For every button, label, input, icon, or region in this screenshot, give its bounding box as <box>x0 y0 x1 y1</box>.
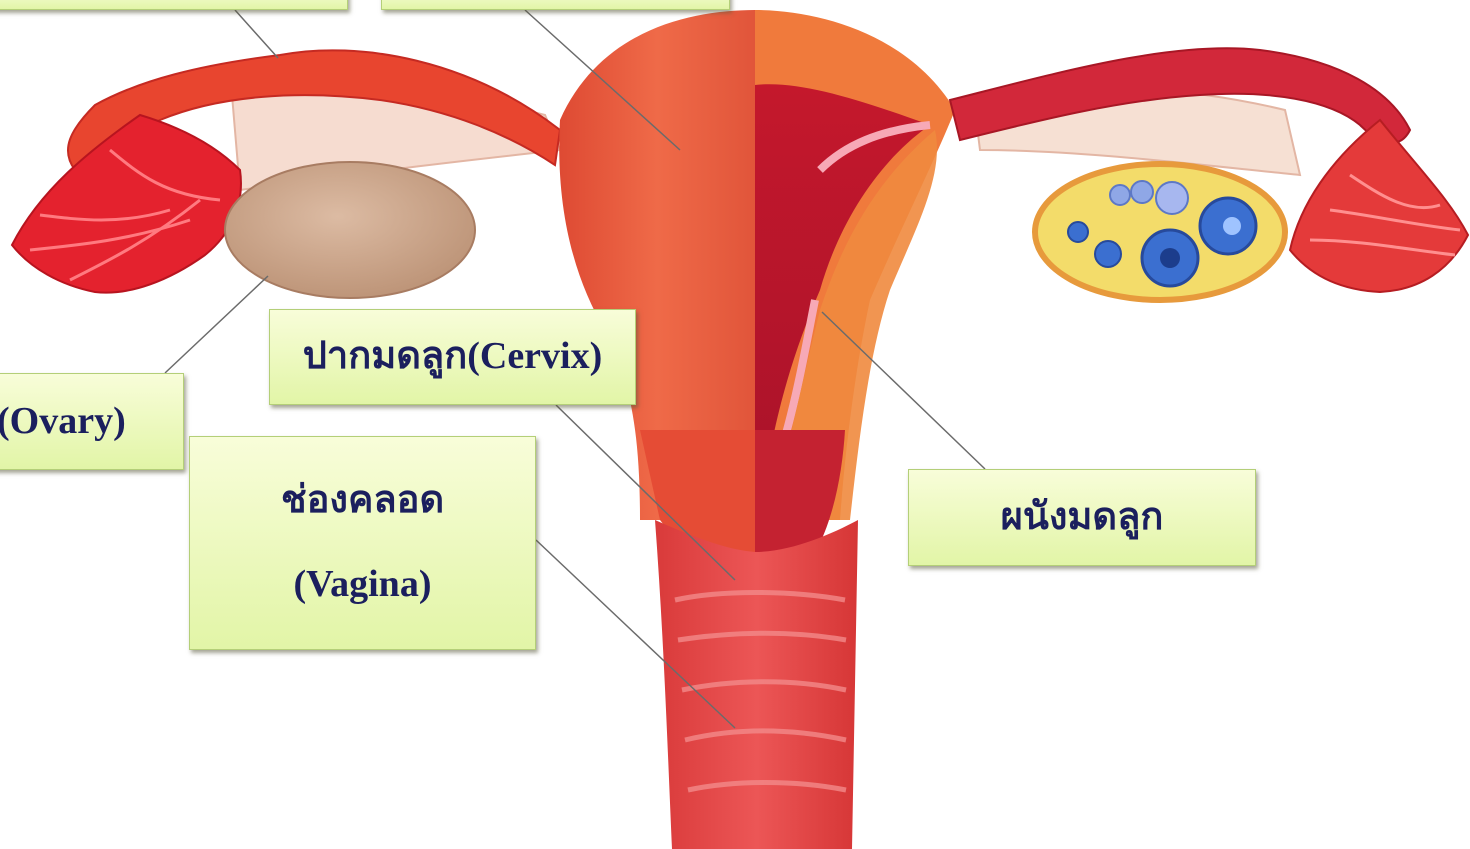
uterine-wall-label-text: ผนังมดลูก <box>1001 497 1164 539</box>
left-ovary <box>225 162 475 298</box>
right-fimbriae <box>1290 120 1468 292</box>
leader-ovary <box>165 276 268 373</box>
fallopian-tube-label-box <box>0 0 348 10</box>
uterus-label-box <box>381 0 730 10</box>
left-fimbriae <box>12 115 241 293</box>
vagina-label-english: (Vagina) <box>294 564 432 606</box>
ovary-label-text: (Ovary) <box>0 401 126 443</box>
ovary-label: (Ovary) <box>0 373 184 470</box>
vagina-label: ช่องคลอด (Vagina) <box>189 436 536 650</box>
leader-tube <box>235 10 278 58</box>
cervix-label-text: ปากมดลูก(Cervix) <box>303 336 603 378</box>
cervix-label: ปากมดลูก(Cervix) <box>269 309 636 405</box>
right-ovary-section <box>1035 164 1285 300</box>
vagina-label-thai: ช่องคลอด <box>281 480 444 522</box>
uterine-wall-label: ผนังมดลูก <box>908 469 1256 566</box>
